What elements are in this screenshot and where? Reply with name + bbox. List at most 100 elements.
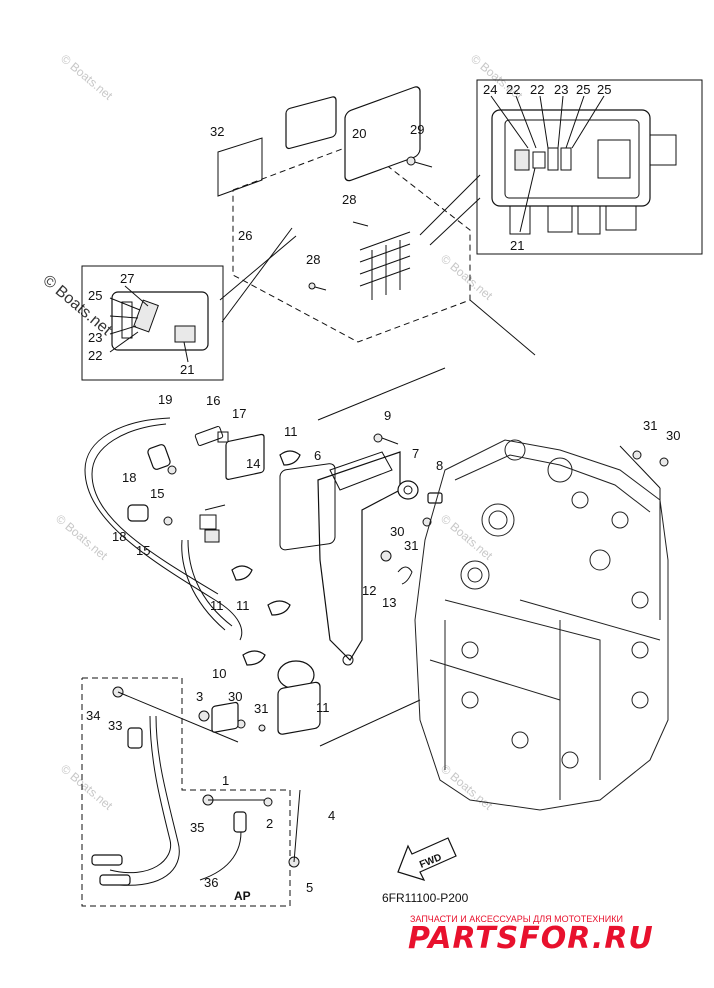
watermark: © Boats.net [438, 512, 496, 564]
callout-22a: 22 [506, 82, 520, 97]
callout-16: 16 [206, 393, 220, 408]
collar-8 [427, 492, 443, 504]
callout-31c: 31 [254, 701, 268, 716]
watermark: © Boats.net [58, 52, 116, 104]
callout-3: 3 [196, 689, 203, 704]
inset-frame [81, 265, 224, 381]
watermark: © Boats.net [53, 512, 111, 564]
label-sheet-32 [217, 137, 263, 197]
fuse-box-cover-26 [285, 96, 337, 150]
callout-31a: 31 [404, 538, 418, 553]
engine-block [414, 439, 669, 811]
callout-11d: 11 [316, 700, 330, 715]
callout-31b: 31 [643, 418, 657, 433]
fuse-21 [514, 149, 530, 171]
bracket-plate-6 [279, 451, 401, 666]
ecu-detail-inset [476, 79, 703, 255]
watermark: © Boats.net [58, 762, 116, 814]
callout-23-left: 23 [88, 330, 102, 345]
relay-body [225, 433, 265, 481]
callout-28b: 28 [306, 252, 320, 267]
watermark-strong: © Boats.net [39, 272, 115, 339]
callout-21-left: 21 [180, 362, 194, 377]
callout-14: 14 [246, 456, 260, 471]
callout-19: 19 [158, 392, 172, 407]
clip-13 [397, 566, 413, 585]
fuse-21-small [174, 325, 196, 343]
callout-22b: 22 [530, 82, 544, 97]
callout-30a: 30 [390, 524, 404, 539]
fuse-box-assembly-outline [217, 86, 536, 356]
callout-29: 29 [410, 122, 424, 137]
callout-5: 5 [306, 880, 313, 895]
ecu-connector-b [547, 205, 573, 233]
ap-label: AP [234, 889, 251, 903]
callout-9: 9 [384, 408, 391, 423]
callout-15a: 15 [150, 486, 164, 501]
bolt-15a [167, 465, 177, 475]
callout-11b: 11 [210, 598, 224, 613]
part-code: 6FR11100-P200 [382, 891, 469, 905]
callout-13: 13 [382, 595, 396, 610]
starter-relay-group [198, 681, 421, 868]
callout-labels: 1 2 3 4 5 6 7 8 9 10 11 11 11 11 12 13 1… [86, 82, 680, 895]
fuse-slot [121, 301, 133, 339]
callout-6: 6 [314, 448, 321, 463]
bolt-2 [263, 797, 273, 807]
callout-8: 8 [436, 458, 443, 473]
ecu-inner-panel [504, 119, 640, 199]
callout-32: 32 [210, 124, 224, 139]
callout-4: 4 [328, 808, 335, 823]
fuse-detail-inset [81, 265, 224, 381]
brand-tagline: ЗАПЧАСТИ И АКСЕССУАРЫ ДЛЯ МОТОТЕХНИКИ [410, 914, 623, 924]
fuse-23 [547, 147, 559, 171]
washer-31 [632, 450, 642, 460]
callout-11c: 11 [236, 598, 250, 613]
callout-7: 7 [412, 446, 419, 461]
relay-4 [277, 681, 321, 735]
screw-28 [308, 282, 316, 290]
grommet-7 [397, 480, 419, 500]
brand-logo-text: PARTSFOR.RU [408, 921, 654, 951]
washer-17 [217, 431, 229, 443]
watermark: © Boats.net [438, 762, 496, 814]
callout-25a: 25 [576, 82, 590, 97]
fuse-22 [532, 151, 546, 169]
bracket-mount [279, 463, 336, 551]
bolt-15b [163, 516, 173, 526]
relay-14 [199, 433, 265, 543]
callout-30b: 30 [666, 428, 680, 443]
ecu-connector-d [605, 205, 637, 231]
bolt-12 [380, 550, 392, 562]
hardware-group [373, 433, 669, 620]
ecu-side-connector [649, 134, 677, 166]
brand-logo: ЗАПЧАСТИ И АКСЕССУАРЫ ДЛЯ МОТОТЕХНИКИ PA… [408, 914, 654, 951]
fwd-arrow: FWD [397, 837, 457, 881]
terminal-33 [127, 727, 143, 749]
callout-17: 17 [232, 406, 246, 421]
terminal-18a [147, 444, 171, 470]
terminal-18b [127, 504, 149, 522]
callout-11a: 11 [284, 424, 298, 439]
inset-frame [476, 79, 703, 255]
ecu-connector-a [509, 205, 531, 235]
bolt-30 [422, 517, 432, 527]
callout-2: 2 [266, 816, 273, 831]
callout-15b: 15 [136, 543, 150, 558]
fuse-27 [133, 299, 159, 333]
battery-cable-assembly [81, 677, 291, 907]
callout-1: 1 [222, 773, 229, 788]
callout-33: 33 [108, 718, 122, 733]
ecu-connector-c [577, 205, 601, 235]
clips-11 [231, 450, 315, 690]
callout-24: 24 [483, 82, 497, 97]
ecu-unit [344, 86, 421, 182]
wire-harness-19 [84, 417, 243, 641]
callout-10: 10 [212, 666, 226, 681]
bolt-9 [373, 433, 383, 443]
callout-18a: 18 [122, 470, 136, 485]
callout-26: 26 [238, 228, 252, 243]
callout-18b: 18 [112, 529, 126, 544]
callout-36: 36 [204, 875, 218, 890]
callout-25-left: 25 [88, 288, 102, 303]
